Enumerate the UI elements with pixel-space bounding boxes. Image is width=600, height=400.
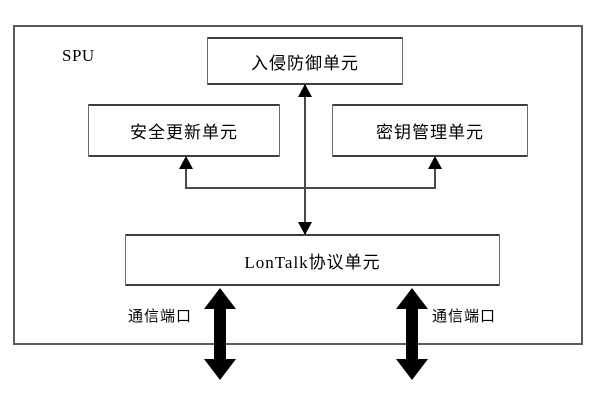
comm-port-right-arrow-icon (396, 288, 428, 380)
connector-ips-lontalk-arrow-down-icon (298, 222, 312, 235)
connector-bus-horizontal (185, 187, 436, 189)
node-label-security-update-unit: 安全更新单元 (130, 123, 238, 142)
comm-port-right-label: 通信端口 (432, 309, 497, 325)
connector-bus-arrow-up-right-icon (428, 156, 442, 169)
comm-port-left-arrow-icon (204, 288, 236, 380)
spu-frame-label: SPU (62, 46, 95, 65)
connector-ips-lontalk-line (304, 84, 306, 236)
connector-ips-lontalk-arrow-up-icon (298, 84, 312, 97)
node-security-update-unit[interactable]: 安全更新单元 (88, 104, 280, 157)
node-label-lontalk-protocol-unit: LonTalk协议单元 (244, 252, 381, 272)
connector-bus-riser-left (185, 165, 187, 189)
node-lontalk-protocol-unit[interactable]: LonTalk协议单元 (125, 234, 500, 286)
node-key-management-unit[interactable]: 密钥管理单元 (332, 104, 528, 157)
connector-bus-riser-right (434, 165, 436, 189)
node-label-intrusion-prevention-unit: 入侵防御单元 (251, 53, 359, 73)
node-intrusion-prevention-unit[interactable]: 入侵防御单元 (207, 37, 403, 85)
comm-port-left-label: 通信端口 (128, 309, 193, 325)
node-label-key-management-unit: 密钥管理单元 (376, 123, 484, 142)
connector-bus-arrow-up-left-icon (179, 156, 193, 169)
